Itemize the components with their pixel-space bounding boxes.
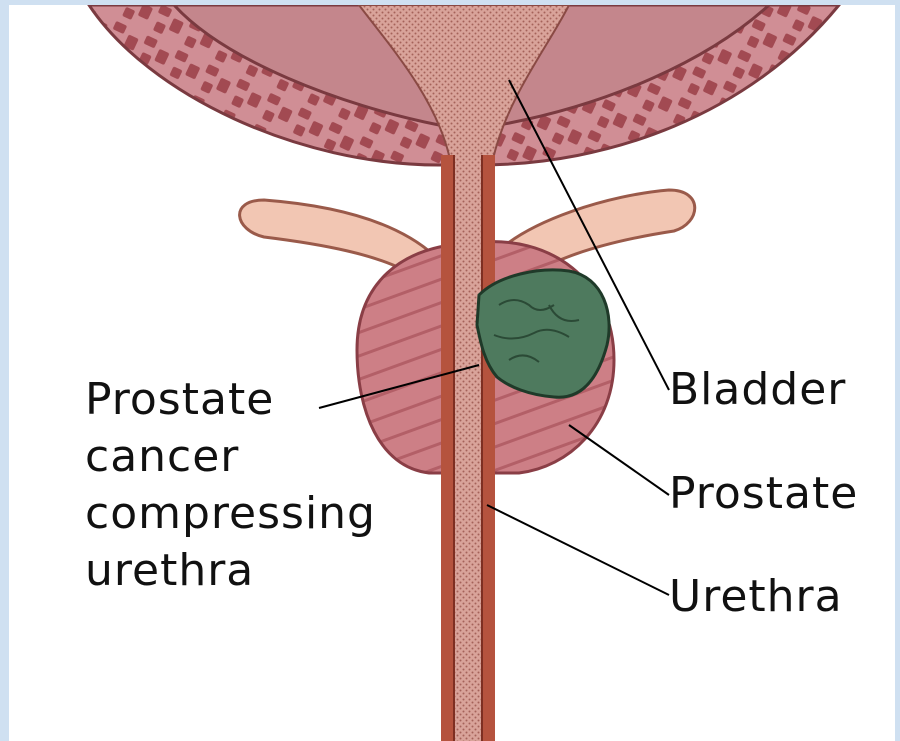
leader-line-urethra [487,505,669,595]
label-cancer-line3: compressing [85,487,376,541]
label-urethra: Urethra [669,570,843,624]
tumor [477,270,609,397]
label-cancer-line4: urethra [85,544,254,598]
urethra-lumen [454,155,482,741]
label-cancer-line1: Prostate [85,373,274,427]
label-cancer-line2: cancer [85,430,239,484]
label-bladder: Bladder [669,363,846,417]
leader-line-prostate [569,425,669,495]
label-prostate: Prostate [669,467,858,521]
